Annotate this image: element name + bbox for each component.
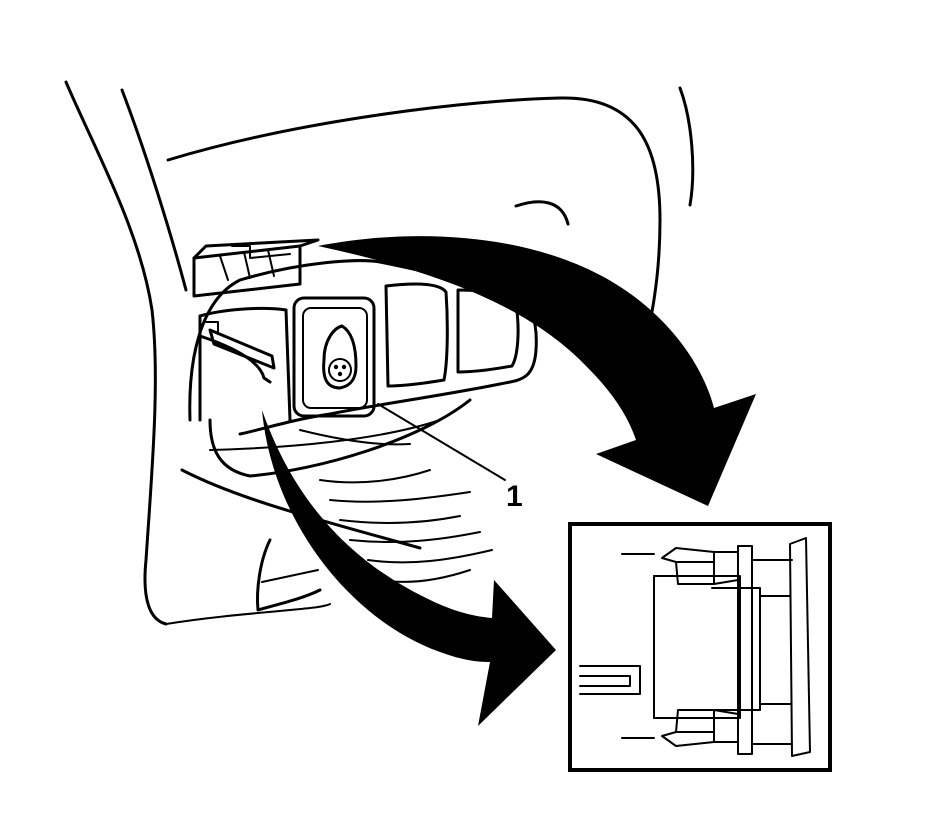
switch-component — [292, 296, 376, 418]
lower-panel-contours — [180, 419, 493, 612]
detail-inset — [568, 522, 832, 772]
callout-1-label: 1 — [506, 480, 523, 513]
callout-1-leader — [377, 403, 506, 481]
switch-housing — [192, 238, 320, 422]
lower-curved-arrow — [262, 410, 556, 726]
upper-curved-arrow — [318, 236, 756, 506]
dashboard-panel — [64, 80, 695, 626]
